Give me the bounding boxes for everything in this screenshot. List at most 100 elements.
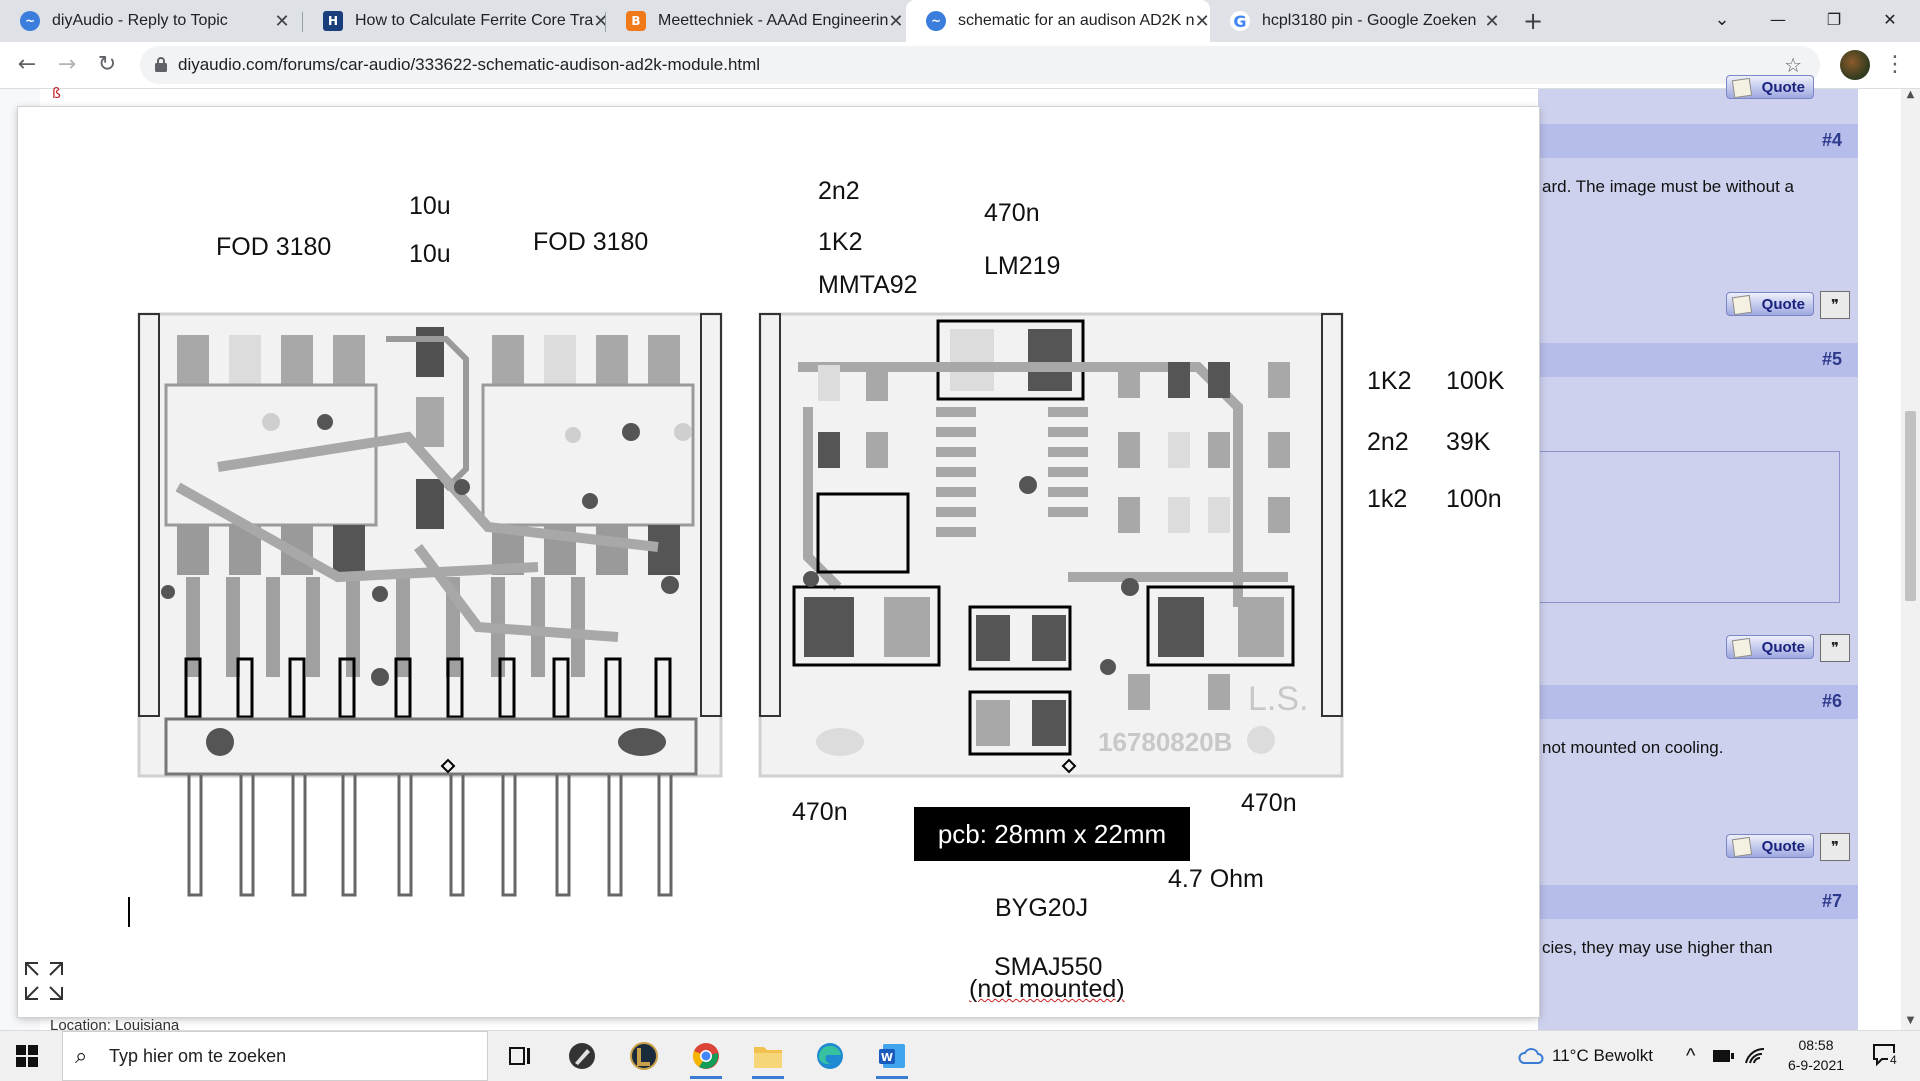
inkscape-icon[interactable] <box>560 1039 604 1073</box>
weather-cloud-icon[interactable] <box>1518 1045 1544 1067</box>
notification-count: 4 <box>1888 1053 1899 1067</box>
fullscreen-expand-icon[interactable] <box>22 959 66 1003</box>
post-snippet: ard. The image must be without a <box>1542 177 1794 196</box>
bookmark-star-icon[interactable]: ☆ <box>1784 53 1802 77</box>
word-icon[interactable]: W <box>870 1039 914 1079</box>
tab-search-button[interactable]: ⌄ <box>1714 9 1730 30</box>
pcb-part-number: 16780820B <box>1098 727 1233 757</box>
profile-avatar[interactable] <box>1840 50 1870 80</box>
system-clock[interactable]: 08:58 6-9-2021 <box>1776 1035 1856 1075</box>
page-scrollbar[interactable]: ▲ ▼ <box>1901 89 1920 1030</box>
label-100k: 100K <box>1446 367 1505 395</box>
post-header-5: #5 <box>1538 343 1858 377</box>
multiquote-icon[interactable]: ❞ <box>1820 291 1850 319</box>
page-content: ß Quote #4 ard. The image must be withou… <box>0 75 1920 1034</box>
quote-button[interactable]: Quote <box>1726 75 1814 99</box>
close-icon[interactable]: ✕ <box>274 10 290 32</box>
diyaudio-icon: ~ <box>926 11 946 31</box>
close-icon[interactable]: ✕ <box>1194 10 1210 32</box>
close-icon[interactable]: ✕ <box>1484 10 1500 32</box>
pcb-size-label: pcb: 28mm x 22mm <box>914 807 1190 861</box>
svg-text:W: W <box>881 1051 893 1064</box>
weather-text[interactable]: 11°C Bewolkt <box>1552 1046 1653 1065</box>
battery-icon[interactable] <box>1712 1049 1734 1063</box>
pcb-layout-drawing <box>137 312 1344 897</box>
multiquote-icon[interactable]: ❞ <box>1820 833 1850 861</box>
tab-diyaudio-reply[interactable]: ~ diyAudio - Reply to Topic ✕ <box>0 0 302 42</box>
tab-strip: ~ diyAudio - Reply to Topic ✕ H How to C… <box>0 0 1920 42</box>
tab-ferrite-core[interactable]: H How to Calculate Ferrite Core Tra ✕ <box>303 0 609 42</box>
close-icon[interactable]: ✕ <box>888 10 904 32</box>
label-1k2-top: 1K2 <box>818 228 863 256</box>
tab-separator <box>302 12 303 32</box>
post-number[interactable]: #4 <box>1821 130 1842 150</box>
close-icon[interactable]: ✕ <box>593 10 609 32</box>
lock-icon <box>155 57 167 72</box>
tab-google-search[interactable]: G hcpl3180 pin - Google Zoeken ✕ <box>1210 0 1512 42</box>
tab-audison-schematic[interactable]: ~ schematic for an audison AD2K n ✕ <box>906 0 1210 42</box>
tab-title: Meettechniek - AAAd Engineerin <box>658 12 889 29</box>
new-tab-button[interactable]: + <box>1522 7 1544 35</box>
chrome-icon[interactable] <box>684 1039 728 1079</box>
scroll-down-icon[interactable]: ▼ <box>1906 1015 1915 1026</box>
taskbar-search-box[interactable]: ⌕ Typ hier om te zoeken <box>62 1031 488 1081</box>
label-2n2-top: 2n2 <box>818 177 860 205</box>
file-explorer-icon[interactable] <box>746 1039 790 1079</box>
restore-button[interactable]: ❐ <box>1826 10 1842 29</box>
address-bar[interactable]: diyaudio.com/forums/car-audio/333622-sch… <box>140 46 1820 84</box>
label-470n-top: 470n <box>984 199 1040 227</box>
post-header-6: #6 <box>1538 685 1858 719</box>
scrollbar-thumb[interactable] <box>1905 411 1916 601</box>
notification-center-icon[interactable]: 4 <box>1872 1043 1902 1069</box>
quote-button[interactable]: Quote <box>1726 292 1814 316</box>
clock-date: 6-9-2021 <box>1787 1057 1845 1073</box>
label-cap-10u-a: 10u <box>409 192 451 220</box>
search-icon: ⌕ <box>75 1044 88 1069</box>
post-number[interactable]: #6 <box>1821 691 1842 711</box>
label-fod-left: FOD 3180 <box>216 233 332 261</box>
windows-start-icon[interactable] <box>16 1045 38 1067</box>
pcb-initials: L.S. <box>1248 680 1309 718</box>
multiquote-icon[interactable]: ❞ <box>1820 634 1850 662</box>
post-number[interactable]: #7 <box>1821 891 1842 911</box>
forward-button[interactable]: → <box>57 52 77 77</box>
label-2n2-right: 2n2 <box>1367 428 1409 456</box>
active-app-indicator <box>752 1076 784 1079</box>
tab-title: How to Calculate Ferrite Core Tra <box>355 12 594 29</box>
url-text[interactable]: diyaudio.com/forums/car-audio/333622-sch… <box>178 55 761 74</box>
tray-expand-icon[interactable]: ^ <box>1686 1045 1696 1067</box>
back-button[interactable]: ← <box>17 52 37 77</box>
post-header-7: #7 <box>1538 885 1858 919</box>
diyaudio-logo-icon: ß <box>52 86 61 102</box>
task-view-icon[interactable] <box>498 1039 542 1073</box>
label-470n-bottom-right: 470n <box>1241 789 1297 817</box>
minimize-button[interactable]: — <box>1770 10 1786 29</box>
image-lightbox[interactable]: FOD 3180 10u 10u FOD 3180 2n2 1K2 MMTA92… <box>18 107 1539 1017</box>
label-lm219: LM219 <box>984 252 1061 280</box>
left-pcb-board <box>137 312 723 778</box>
reload-button[interactable]: ↻ <box>97 52 117 77</box>
active-app-indicator <box>690 1076 722 1079</box>
tab-meettechniek[interactable]: B Meettechniek - AAAd Engineerin ✕ <box>606 0 908 42</box>
label-470n-bottom-left: 470n <box>792 798 848 826</box>
chrome-menu-icon[interactable]: ⋮ <box>1884 52 1906 77</box>
text-cursor <box>128 897 130 927</box>
label-not-mounted: (not mounted) <box>969 975 1125 1003</box>
windows-taskbar: ⌕ Typ hier om te zoeken W 11°C Bewolkt ^… <box>0 1030 1920 1081</box>
league-of-legends-icon[interactable] <box>622 1039 666 1073</box>
quote-button[interactable]: Quote <box>1726 834 1814 858</box>
blogger-icon: B <box>626 11 646 31</box>
post-number[interactable]: #5 <box>1821 349 1842 369</box>
post-snippet: cies, they may use higher than <box>1542 938 1773 957</box>
window-close-button[interactable]: ✕ <box>1883 10 1897 29</box>
browser-toolbar: ← → ↻ diyaudio.com/forums/car-audio/3336… <box>0 42 1920 89</box>
active-app-indicator <box>876 1076 908 1079</box>
wifi-icon[interactable] <box>1744 1045 1766 1065</box>
tab-separator <box>605 12 606 32</box>
quote-box <box>1538 451 1840 603</box>
scroll-up-icon[interactable]: ▲ <box>1906 89 1915 100</box>
quote-button[interactable]: Quote <box>1726 635 1814 659</box>
edge-icon[interactable] <box>808 1039 852 1073</box>
tab-title: hcpl3180 pin - Google Zoeken <box>1262 12 1477 29</box>
google-icon: G <box>1230 11 1250 31</box>
